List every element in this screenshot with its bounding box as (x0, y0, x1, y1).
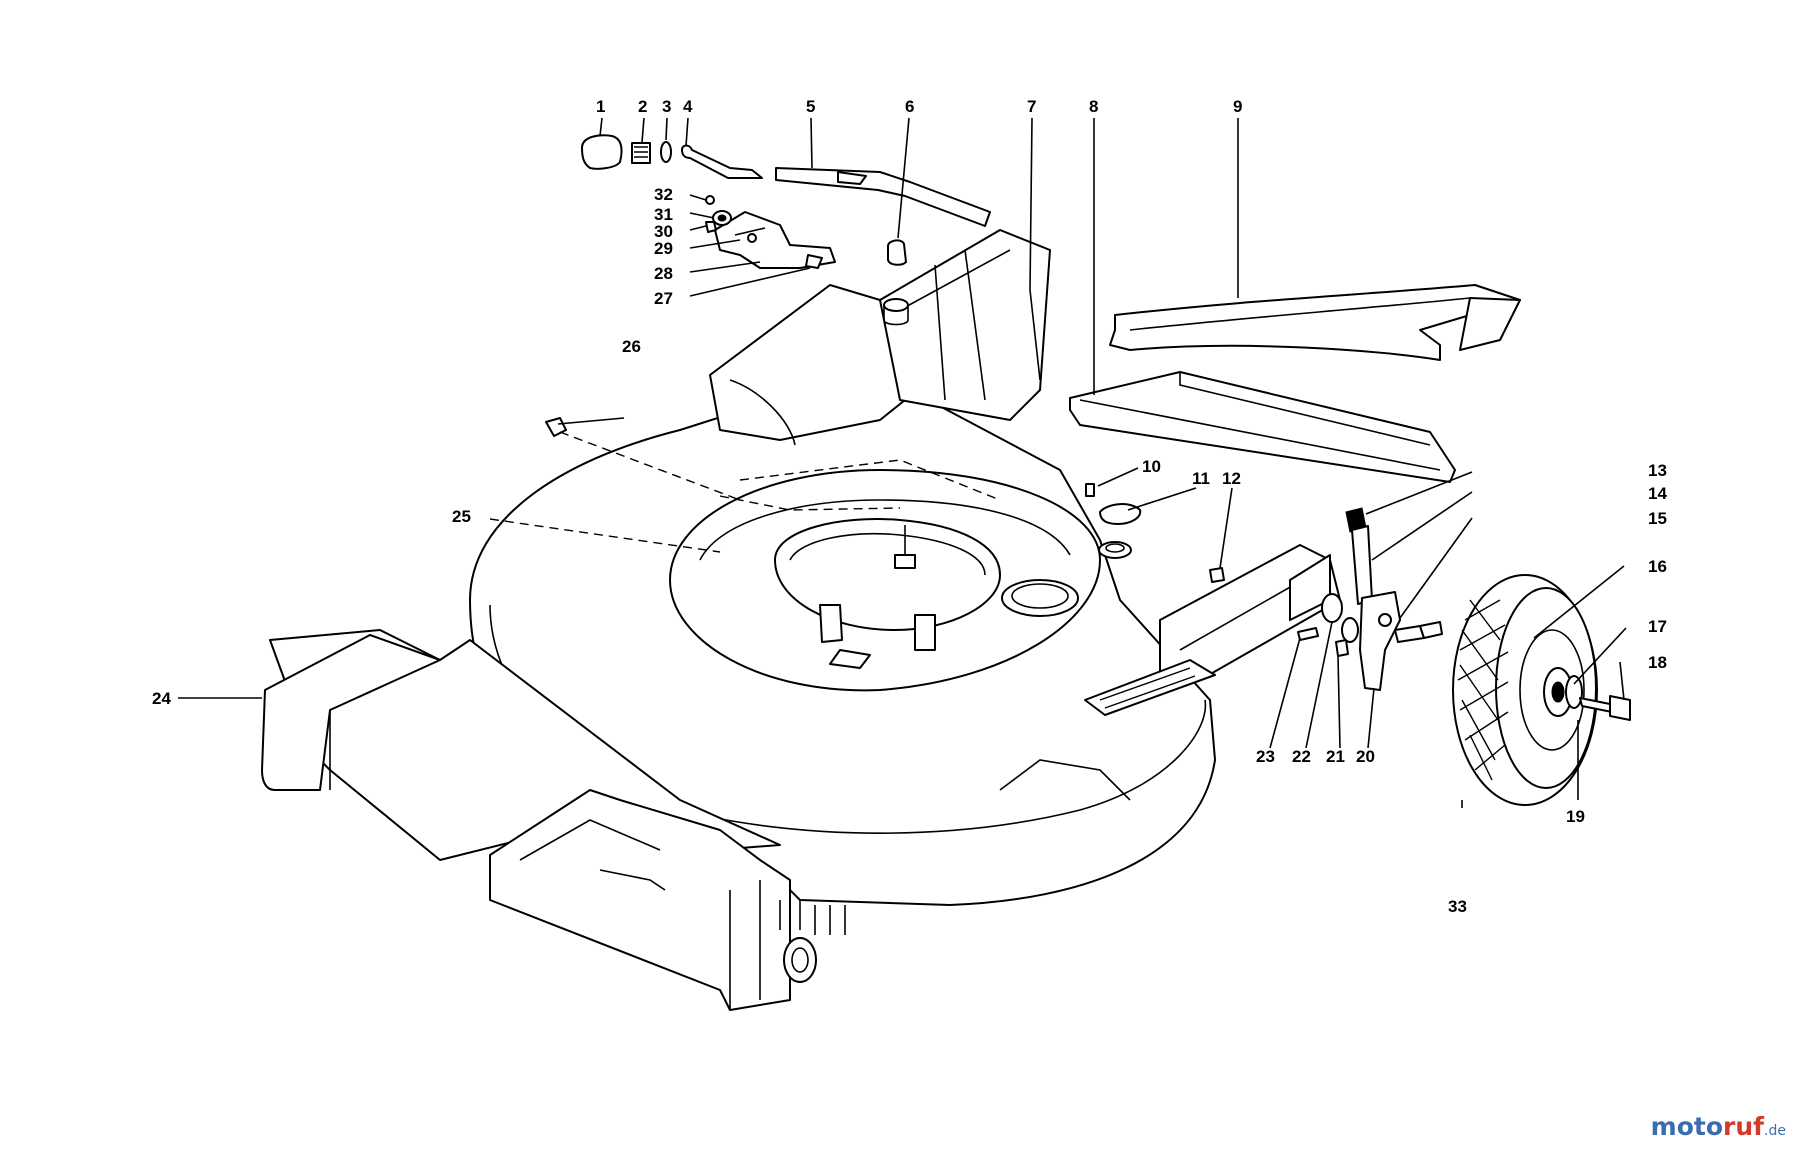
callout-24: 24 (152, 689, 171, 708)
callout-33: 33 (1448, 897, 1467, 916)
nut-part-31 (712, 210, 732, 226)
callout-1: 1 (596, 97, 605, 116)
watermark-part-b: ruf (1723, 1112, 1765, 1141)
callout-13: 13 (1648, 461, 1667, 480)
callout-16: 16 (1648, 557, 1667, 576)
throttle-rod-part-4 (681, 144, 763, 179)
bolt-part-26 (545, 417, 567, 437)
bushing-part-6 (887, 239, 907, 266)
callout-20: 20 (1356, 747, 1375, 766)
wheel-part-33 (1452, 574, 1598, 806)
callout-28: 28 (654, 264, 673, 283)
adjuster-lever-part-14 (1351, 525, 1373, 605)
screw-part-30 (705, 221, 717, 233)
adjuster-plate-part-15-20 (1359, 591, 1401, 691)
callout-22: 22 (1292, 747, 1311, 766)
callout-10: 10 (1142, 457, 1161, 476)
callout-23: 23 (1256, 747, 1275, 766)
washer-part-3 (660, 141, 672, 163)
hub-cap-part-17 (1565, 675, 1583, 709)
callout-26: 26 (622, 337, 641, 356)
callout-32: 32 (654, 185, 673, 204)
watermark-part-c: .de (1764, 1123, 1786, 1139)
control-knob-part-1 (581, 134, 623, 170)
chute-guard-part-8 (1069, 371, 1456, 483)
handle-bracket-part-5 (775, 167, 991, 227)
mower-deck-housing (261, 229, 1341, 1011)
callout-9: 9 (1233, 97, 1242, 116)
oil-cap-part-11 (1099, 503, 1142, 525)
screw-part-32 (705, 195, 715, 205)
bolt-part-10 (1085, 483, 1095, 497)
washers-parts-21-22 (1321, 593, 1359, 657)
callout-8: 8 (1089, 97, 1098, 116)
callout-labels: 1 2 3 4 5 6 7 8 9 10 11 12 13 14 15 16 1… (152, 97, 1667, 916)
watermark-part-a: moto (1650, 1112, 1724, 1141)
callout-3: 3 (662, 97, 671, 116)
axle-bolt-part-18-19 (1579, 695, 1631, 721)
callout-29: 29 (654, 239, 673, 258)
callout-7: 7 (1027, 97, 1036, 116)
callout-11: 11 (1192, 469, 1210, 488)
callout-25: 25 (452, 507, 471, 526)
shoulder-bolt-part-16 (1394, 621, 1443, 643)
callout-15: 15 (1648, 509, 1667, 528)
callout-6: 6 (905, 97, 914, 116)
callout-2: 2 (638, 97, 647, 116)
callout-18: 18 (1648, 653, 1667, 672)
callout-4: 4 (683, 97, 693, 116)
callout-27: 27 (654, 289, 673, 308)
leader-lines (178, 117, 1627, 808)
spring-part-2 (631, 142, 651, 164)
callout-17: 17 (1648, 617, 1667, 636)
callout-14: 14 (1648, 484, 1667, 503)
callout-31: 31 (654, 205, 673, 224)
callout-30: 30 (654, 222, 673, 241)
control-bracket-parts-27-28-29 (714, 211, 836, 269)
callout-21: 21 (1326, 747, 1345, 766)
callout-12: 12 (1222, 469, 1241, 488)
grass-chute-part-9 (1109, 284, 1521, 361)
site-watermark: motoruf.de (1651, 1112, 1786, 1141)
callout-19: 19 (1566, 807, 1585, 826)
screw-part-23 (1297, 627, 1319, 641)
callout-5: 5 (806, 97, 815, 116)
nut-part-12 (1209, 567, 1225, 583)
